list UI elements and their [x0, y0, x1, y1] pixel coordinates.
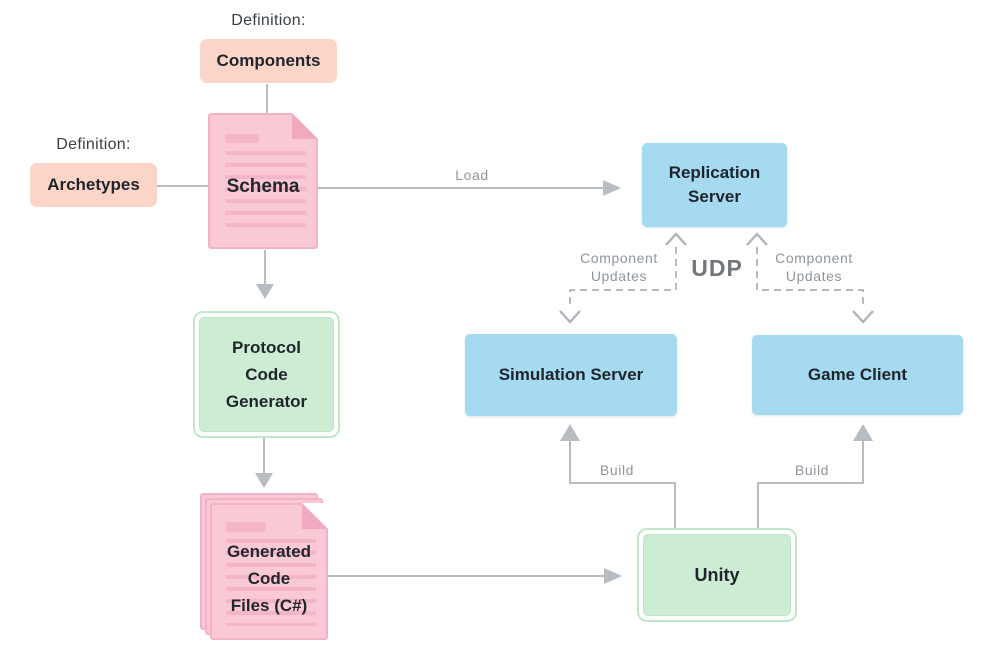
arrowhead-files-to-unity	[604, 568, 622, 584]
udp-label: UDP	[691, 255, 743, 281]
document-fold-icon	[292, 113, 318, 139]
gcf-label-line2: Code	[247, 569, 291, 588]
protocol-code-generator-box: Protocol Code Generator	[193, 311, 340, 438]
document-text-lines	[226, 539, 316, 626]
replication-server-box: Replication Server	[642, 143, 787, 227]
component-updates-left-line2: Updates	[590, 268, 648, 284]
component-updates-right-line1: Component	[775, 250, 853, 266]
load-edge-label: Load	[455, 167, 489, 183]
archetypes-box: Archetypes	[30, 163, 157, 207]
dashed-udp-right	[756, 247, 864, 309]
document-title-chip	[226, 522, 266, 532]
chevron-down-right	[852, 310, 874, 324]
component-updates-left-label: Component Updates	[569, 249, 669, 285]
document-fold-icon	[302, 503, 328, 529]
component-updates-left-line1: Component	[580, 250, 658, 266]
build-left-label: Build	[599, 462, 635, 478]
gcf-label-line1: Generated	[226, 542, 312, 561]
component-updates-right-label: Component Updates	[764, 249, 864, 285]
arrowhead-load	[603, 180, 621, 196]
chevron-down-left	[559, 310, 581, 324]
build-right-label: Build	[794, 462, 830, 478]
pcg-label-line3: Generator	[225, 392, 308, 411]
generated-code-files-label: Generated Code Files (C#)	[212, 538, 326, 619]
pcg-label-line1: Protocol	[232, 338, 301, 357]
component-updates-right-line2: Updates	[785, 268, 843, 284]
document-text-lines	[225, 151, 306, 234]
simulation-server-box: Simulation Server	[465, 334, 677, 416]
arrowhead-build-right	[853, 424, 873, 441]
dashed-udp-left	[569, 247, 677, 309]
schema-document-icon: Schema	[208, 113, 318, 249]
arrowhead-build-left	[560, 424, 580, 441]
schema-label: Schema	[226, 176, 300, 197]
replication-server-label-line2: Server	[688, 187, 741, 206]
chevron-up-right	[746, 232, 768, 246]
unity-box: Unity	[637, 528, 797, 622]
chevron-up-left	[665, 232, 687, 246]
arrowhead-generator-to-files	[255, 473, 273, 488]
document-dogear	[302, 503, 328, 529]
arrowhead-schema-to-generator	[256, 284, 274, 299]
protocol-code-generator-inner: Protocol Code Generator	[199, 317, 334, 432]
pcg-label-line2: Code	[245, 365, 288, 384]
components-box: Components	[200, 39, 337, 83]
document-dogear	[292, 113, 318, 139]
document-title-chip	[225, 134, 259, 143]
generated-code-files-document: Generated Code Files (C#)	[210, 503, 328, 640]
game-client-box: Game Client	[752, 335, 963, 415]
line-build-right	[757, 441, 864, 528]
gcf-label-line3: Files (C#)	[230, 596, 308, 615]
line-build-left	[569, 441, 676, 528]
unity-inner: Unity	[643, 534, 791, 616]
definition-components-title: Definition:	[231, 12, 306, 29]
generated-code-files-stack: Generated Code Files (C#)	[200, 493, 330, 643]
definition-archetypes-title: Definition:	[56, 136, 131, 153]
replication-server-label-line1: Replication	[668, 163, 761, 182]
